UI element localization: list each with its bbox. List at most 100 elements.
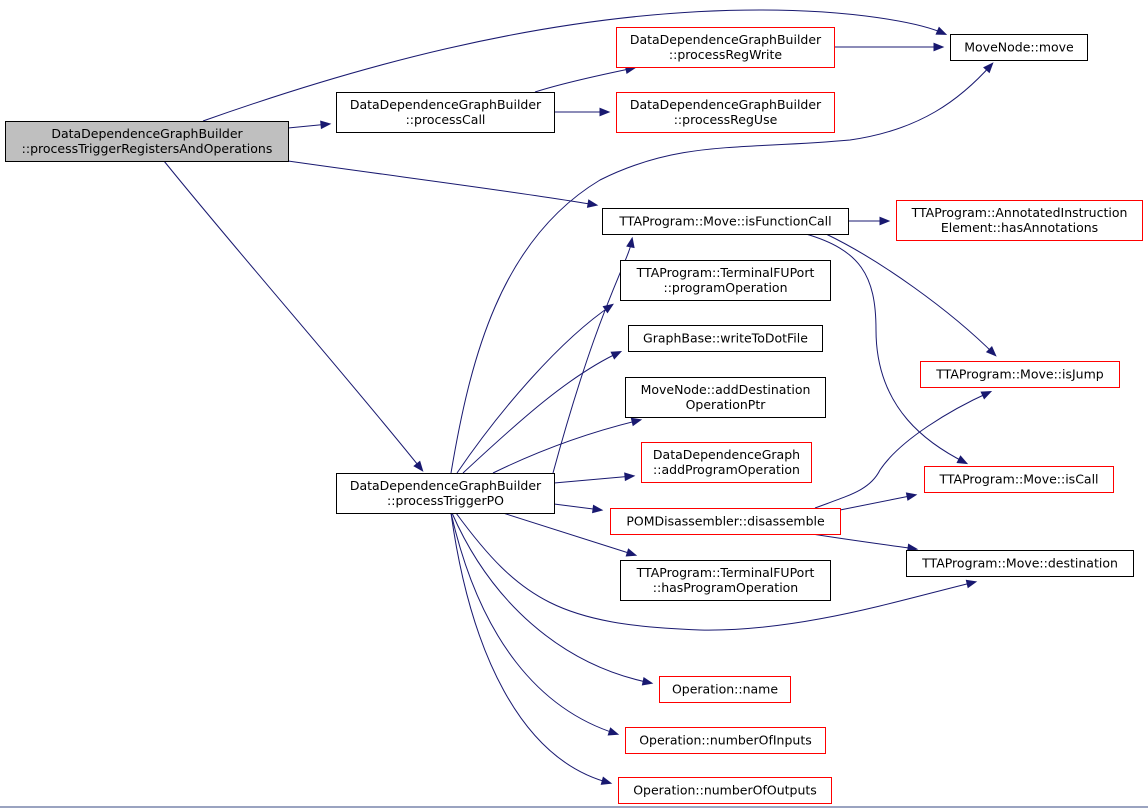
- node-addProgramOperation-label-line-1: ::addProgramOperation: [653, 462, 800, 477]
- edge-processTriggerPO-to-numberOfInputs: [450, 512, 620, 736]
- edge-processTriggerPO-to-hasProgramOperation-line: [502, 512, 636, 556]
- edge-disassemble-to-isJump-line: [814, 391, 991, 509]
- node-processCall-label-line-1: ::processCall: [406, 112, 486, 127]
- node-processTriggerPO[interactable]: DataDependenceGraphBuilder::processTrigg…: [336, 473, 555, 514]
- node-hasProgramOperation[interactable]: TTAProgram::TerminalFUPort::hasProgramOp…: [620, 560, 831, 601]
- edge-processTriggerPO-to-writeToDotFile-line: [462, 351, 621, 474]
- edge-processTriggerPO-to-opName-arrowhead: [641, 677, 654, 686]
- edge-processTriggerPO-to-numberOfInputs-arrowhead: [607, 727, 620, 736]
- edge-isFunctionCall-to-isCall-line: [805, 233, 967, 464]
- bottom-divider: [0, 806, 1148, 808]
- node-addProgramOperation-box: [641, 442, 812, 483]
- node-isCall-box: [924, 466, 1114, 493]
- edge-processCall-to-processRegWrite-line: [534, 67, 635, 93]
- edge-processTriggerPO-to-addProgramOperation: [553, 472, 636, 484]
- node-disassemble-box: [610, 508, 841, 535]
- node-opName[interactable]: Operation::name: [659, 676, 791, 703]
- edge-processTriggerPO-to-addProgramOperation-line: [553, 475, 634, 484]
- node-root[interactable]: DataDependenceGraphBuilder::processTrigg…: [5, 121, 289, 162]
- edge-disassemble-to-isJump-arrowhead: [980, 391, 993, 400]
- edge-processTriggerPO-to-addDestOpPtr-line: [492, 419, 641, 474]
- edge-root-to-processTriggerPO: [163, 160, 424, 472]
- edge-processTriggerPO-to-writeToDotFile-arrowhead: [610, 350, 623, 360]
- edge-processCall-to-processRegWrite: [534, 65, 637, 93]
- node-isJump[interactable]: TTAProgram::Move::isJump: [920, 361, 1120, 388]
- node-moveNodeMove-box: [950, 34, 1088, 61]
- edge-root-to-isFunctionCall-arrowhead: [586, 199, 599, 208]
- node-numberOfOutputs-label-line-0: Operation::numberOfOutputs: [633, 783, 817, 798]
- edge-root-to-processCall-arrowhead: [320, 120, 332, 130]
- edge-root-to-processTriggerPO-arrowhead: [413, 460, 424, 472]
- edge-root-to-moveNodeMove: [202, 9, 948, 122]
- edge-isFunctionCall-to-isCall: [805, 233, 969, 465]
- node-processRegUse[interactable]: DataDependenceGraphBuilder::processRegUs…: [616, 92, 835, 133]
- node-addProgramOperation[interactable]: DataDependenceGraph::addProgramOperation: [641, 442, 812, 483]
- edge-processTriggerPO-to-addProgramOperation-arrowhead: [624, 472, 636, 482]
- node-writeToDotFile[interactable]: GraphBase::writeToDotFile: [628, 325, 823, 352]
- node-disassemble-label-line-0: POMDisassembler::disassemble: [626, 514, 825, 529]
- node-processRegWrite[interactable]: DataDependenceGraphBuilder::processRegWr…: [616, 27, 835, 68]
- node-programOperation[interactable]: TTAProgram::TerminalFUPort::programOpera…: [620, 260, 831, 301]
- edge-isFunctionCall-to-hasAnnotations: [848, 216, 891, 226]
- node-processCall-box: [336, 92, 555, 133]
- edge-root-to-moveNodeMove-arrowhead: [935, 26, 948, 35]
- edge-root-to-isFunctionCall-line: [287, 160, 597, 206]
- node-destination[interactable]: TTAProgram::Move::destination: [906, 550, 1134, 577]
- edge-processTriggerPO-to-destination-arrowhead: [965, 579, 978, 589]
- edge-processTriggerPO-to-destination: [455, 512, 978, 631]
- node-root-label-line-1: ::processTriggerRegistersAndOperations: [22, 141, 273, 156]
- edge-disassemble-to-isCall-arrowhead: [905, 492, 918, 501]
- edge-disassemble-to-isCall: [839, 492, 918, 511]
- edge-disassemble-to-destination-line: [811, 533, 917, 550]
- edge-processRegWrite-to-moveNodeMove: [834, 42, 945, 52]
- node-isFunctionCall-label-line-0: TTAProgram::Move::isFunctionCall: [618, 214, 831, 229]
- edge-processTriggerPO-to-disassemble: [553, 503, 604, 514]
- node-hasAnnotations[interactable]: TTAProgram::AnnotatedInstructionElement:…: [896, 200, 1143, 241]
- node-disassemble[interactable]: POMDisassembler::disassemble: [610, 508, 841, 535]
- node-programOperation-label-line-1: ::programOperation: [664, 280, 788, 295]
- node-numberOfInputs[interactable]: Operation::numberOfInputs: [625, 727, 826, 754]
- node-isJump-label-line-0: TTAProgram::Move::isJump: [935, 367, 1104, 382]
- edge-processTriggerPO-to-destination-line: [455, 512, 976, 631]
- node-moveNodeMove[interactable]: MoveNode::move: [950, 34, 1088, 61]
- edge-processTriggerPO-to-isFunctionCall: [552, 236, 635, 474]
- node-destination-label-line-0: TTAProgram::Move::destination: [921, 556, 1118, 571]
- edge-processTriggerPO-to-moveNodeMove: [450, 62, 994, 474]
- node-programOperation-box: [620, 260, 831, 301]
- node-processCall[interactable]: DataDependenceGraphBuilder::processCall: [336, 92, 555, 133]
- node-isFunctionCall[interactable]: TTAProgram::Move::isFunctionCall: [602, 208, 849, 235]
- node-numberOfOutputs-box: [618, 777, 832, 804]
- edge-processTriggerPO-to-writeToDotFile: [462, 350, 623, 474]
- node-isCall[interactable]: TTAProgram::Move::isCall: [924, 466, 1114, 493]
- node-processTriggerPO-label-line-1: ::processTriggerPO: [387, 493, 504, 508]
- edge-disassemble-to-isJump: [814, 391, 993, 509]
- edge-processTriggerPO-to-isFunctionCall-line: [552, 238, 633, 474]
- node-numberOfOutputs[interactable]: Operation::numberOfOutputs: [618, 777, 832, 804]
- edge-processTriggerPO-to-hasProgramOperation: [502, 512, 638, 557]
- edge-disassemble-to-destination: [811, 533, 919, 553]
- node-opName-label-line-0: Operation::name: [672, 682, 778, 697]
- node-addDestOpPtr-box: [625, 377, 826, 418]
- edge-processTriggerPO-to-programOperation-line: [456, 304, 613, 474]
- node-moveNodeMove-label-line-0: MoveNode::move: [964, 40, 1074, 55]
- node-hasAnnotations-label-line-0: TTAProgram::AnnotatedInstruction: [911, 205, 1128, 220]
- edge-root-to-processCall: [287, 120, 332, 130]
- edge-root-to-processTriggerPO-line: [163, 160, 423, 471]
- edge-processTriggerPO-to-disassemble-arrowhead: [592, 504, 604, 514]
- edge-isFunctionCall-to-isJump-line: [825, 233, 996, 356]
- edge-processTriggerPO-to-addDestOpPtr-arrowhead: [630, 417, 643, 427]
- node-hasProgramOperation-box: [620, 560, 831, 601]
- edge-isFunctionCall-to-isJump-arrowhead: [985, 345, 997, 357]
- node-root-label-line-0: DataDependenceGraphBuilder: [51, 126, 243, 141]
- node-processRegWrite-box: [616, 27, 835, 68]
- edge-root-to-isFunctionCall: [287, 160, 599, 208]
- node-writeToDotFile-label-line-0: GraphBase::writeToDotFile: [643, 331, 808, 346]
- node-root-box: [5, 121, 289, 162]
- node-isFunctionCall-box: [602, 208, 849, 235]
- node-addDestOpPtr-label-line-0: MoveNode::addDestination: [641, 382, 811, 397]
- node-processRegUse-box: [616, 92, 835, 133]
- edges-layer: [163, 9, 997, 785]
- node-isCall-label-line-0: TTAProgram::Move::isCall: [938, 472, 1098, 487]
